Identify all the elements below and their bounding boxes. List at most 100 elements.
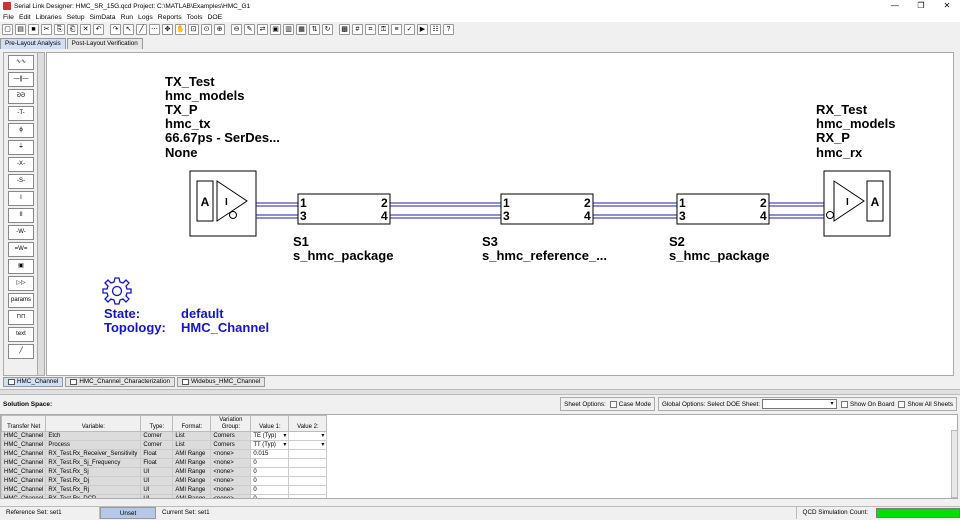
show-all-sheets-checkbox[interactable] [898,400,906,408]
block-icon[interactable]: ▣ [270,23,281,35]
palette-ground-icon[interactable]: ⏚ [8,140,34,155]
minimize-button[interactable]: — [891,1,899,10]
table-cell[interactable] [288,467,328,477]
s1-block[interactable] [297,193,391,225]
rx-block[interactable] [823,170,891,237]
close-button[interactable]: ✕ [943,1,951,10]
menu-doe[interactable]: DOE [207,13,223,21]
column-header[interactable]: Value 1: [250,415,290,432]
menu-run[interactable]: Run [120,13,134,21]
palette-node-icon[interactable]: ϕ [8,123,34,138]
column-header[interactable]: Value 2: [288,415,328,432]
doe-sheet-select[interactable]: ▾ [762,399,838,409]
tab-pre-layout-analysis[interactable]: Pre-Layout Analysis [0,38,66,49]
schematic-canvas[interactable]: A I TX_Test hmc_models TX_P hmc_tx 66.67… [46,52,954,376]
open-icon[interactable]: ▤ [15,23,26,35]
palette-capacitor-icon[interactable]: —||— [8,72,34,87]
menu-logs[interactable]: Logs [138,13,153,21]
cut-icon[interactable]: ✂ [41,23,52,35]
rotate-icon[interactable]: ↻ [322,23,333,35]
palette-w-element-diff-icon[interactable]: =W= [8,242,34,257]
column-header[interactable]: Format: [172,415,212,432]
sheet-tab-widebus[interactable]: Widebus_HMC_Channel [176,377,266,387]
table-cell[interactable]: TT (Typ)▾ [250,440,290,450]
palette-scrollbar[interactable] [37,53,44,375]
block2-icon[interactable]: ▥ [283,23,294,35]
pan-icon[interactable]: ✋ [175,23,186,35]
table-cell[interactable]: 0 [250,476,290,486]
edit-icon[interactable]: ✎ [244,23,255,35]
save-icon[interactable]: ■ [28,23,39,35]
snap-icon[interactable]: ⌗ [365,23,376,35]
menu-tools[interactable]: Tools [186,13,203,21]
table-cell[interactable] [288,449,328,459]
copy-icon[interactable]: ⎘ [54,23,65,35]
table-cell[interactable] [288,476,328,486]
menu-simdata[interactable]: SimData [89,13,116,21]
table-cell[interactable]: 0 [250,458,290,468]
zoom-out-icon[interactable]: ⊖ [231,23,242,35]
lock-icon[interactable]: ⚿ [378,23,389,35]
palette-inductor-icon[interactable]: ᘐᘐ [8,89,34,104]
palette-resistor-icon[interactable]: ∿∿ [8,55,34,70]
restore-button[interactable]: ❐ [917,1,925,10]
palette-via-icon[interactable]: I [8,191,34,206]
s3-block[interactable] [500,193,594,225]
menu-setup[interactable]: Setup [66,13,85,21]
chevron-down-icon[interactable]: ▾ [283,442,287,448]
flip-icon[interactable]: ⇅ [309,23,320,35]
check-icon[interactable]: ✓ [404,23,415,35]
table-cell[interactable]: 0 [250,494,290,498]
menu-edit[interactable]: Edit [18,13,31,21]
move-icon[interactable]: ✥ [162,23,173,35]
column-header[interactable]: Transfer Net [1,415,47,432]
table-cell[interactable]: TE (Typ)▾ [250,431,290,441]
palette-transmission-line-icon[interactable]: -T- [8,106,34,121]
column-header[interactable]: Variable: [45,415,142,432]
chevron-down-icon[interactable]: ▾ [321,442,325,448]
table-cell[interactable]: 0 [250,485,290,495]
table-cell[interactable]: 0 [250,467,290,477]
connect-icon[interactable]: ⇄ [257,23,268,35]
palette-s-parameter-icon[interactable]: -S- [8,174,34,189]
palette-text[interactable]: text [8,327,34,342]
table-cell[interactable]: ▾ [288,431,328,441]
undo-icon[interactable]: ↶ [93,23,104,35]
redo-icon[interactable]: ↷ [110,23,121,35]
table-cell[interactable] [288,485,328,495]
unset-button[interactable]: Unset [100,506,156,519]
group-icon[interactable]: ▩ [339,23,350,35]
sheet-tab-hmc-channel[interactable]: HMC_Channel [3,377,64,387]
table-cell[interactable]: 0.015 [250,449,290,459]
menu-file[interactable]: File [3,13,14,21]
settings-gear-icon[interactable] [102,277,132,305]
palette-probe-icon[interactable]: ⊓⊓ [8,310,34,325]
menu-reports[interactable]: Reports [157,13,182,21]
delete-icon[interactable]: ✕ [80,23,91,35]
palette-crosstalk-icon[interactable]: -X- [8,157,34,172]
sheet-tab-characterization[interactable]: HMC_Channel_Characterization [65,377,175,387]
panel-splitter[interactable] [0,389,960,395]
pointer-icon[interactable]: ↖ [123,23,134,35]
paste-icon[interactable]: ⎗ [67,23,78,35]
new-icon[interactable]: ▢ [2,23,13,35]
net-icon[interactable]: ⋯ [149,23,160,35]
grid-scrollbar[interactable] [951,430,958,498]
table-cell[interactable] [288,494,328,498]
chevron-down-icon[interactable]: ▾ [283,433,287,439]
s2-block[interactable] [676,193,770,225]
table-cell[interactable] [288,458,328,468]
palette-line-icon[interactable]: ╱ [8,344,34,359]
palette-buffer-icon[interactable]: ▷▷ [8,276,34,291]
palette-w-element-icon[interactable]: -W- [8,225,34,240]
help-icon[interactable]: ? [443,23,454,35]
wire-icon[interactable]: ╱ [136,23,147,35]
table-cell[interactable]: ▾ [288,440,328,450]
